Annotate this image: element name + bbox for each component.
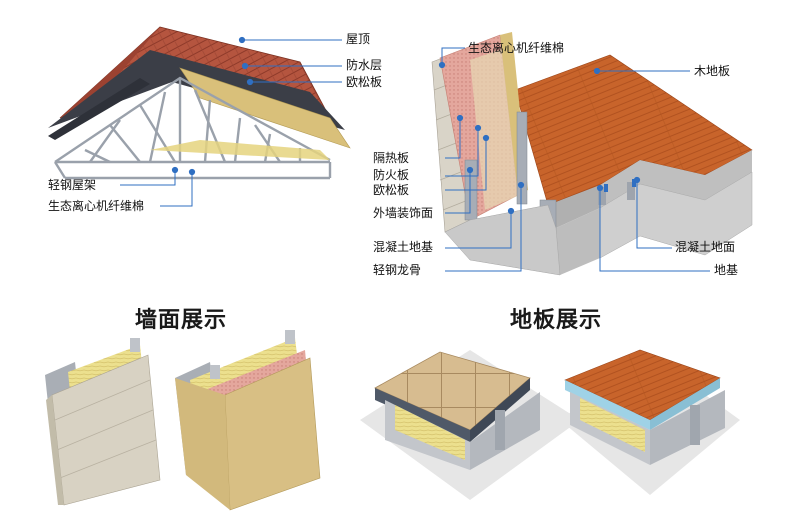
label-foundation: 地基 xyxy=(714,263,739,277)
section-title-floor: 地板展示 xyxy=(510,308,603,333)
roof-illustration xyxy=(48,26,351,180)
label-exterior-finish: 外墙装饰面 xyxy=(373,206,434,220)
label-osb-board-wall: 欧松板 xyxy=(373,183,410,197)
roof-leader-lines xyxy=(120,36,342,207)
label-wood-floor: 木地板 xyxy=(694,64,731,78)
wall-floor-illustration xyxy=(431,32,753,276)
floor-sample-tile xyxy=(360,350,580,500)
label-osb-board: 欧松板 xyxy=(346,75,383,89)
wall-floor-leader-lines xyxy=(438,47,710,272)
label-concrete-base: 混凝土地基 xyxy=(373,240,434,254)
label-concrete-floor: 混凝土地面 xyxy=(675,240,736,254)
label-waterproof-layer: 防水层 xyxy=(346,58,383,72)
section-title-wall: 墙面展示 xyxy=(135,308,228,333)
wall-sample-1 xyxy=(45,338,161,506)
label-light-steel-keel: 轻钢龙骨 xyxy=(373,263,422,277)
label-light-steel-truss: 轻钢屋架 xyxy=(48,178,97,192)
label-insulation-board: 隔热板 xyxy=(373,151,410,165)
label-roof: 屋顶 xyxy=(346,32,371,46)
label-fireproof-board: 防火板 xyxy=(373,168,410,182)
label-eco-fiber-cotton-wall: 生态离心机纤维棉 xyxy=(468,41,565,55)
floor-sample-wood xyxy=(560,349,740,495)
wall-sample-2 xyxy=(175,330,321,511)
label-eco-fiber-cotton-roof: 生态离心机纤维棉 xyxy=(48,199,145,213)
